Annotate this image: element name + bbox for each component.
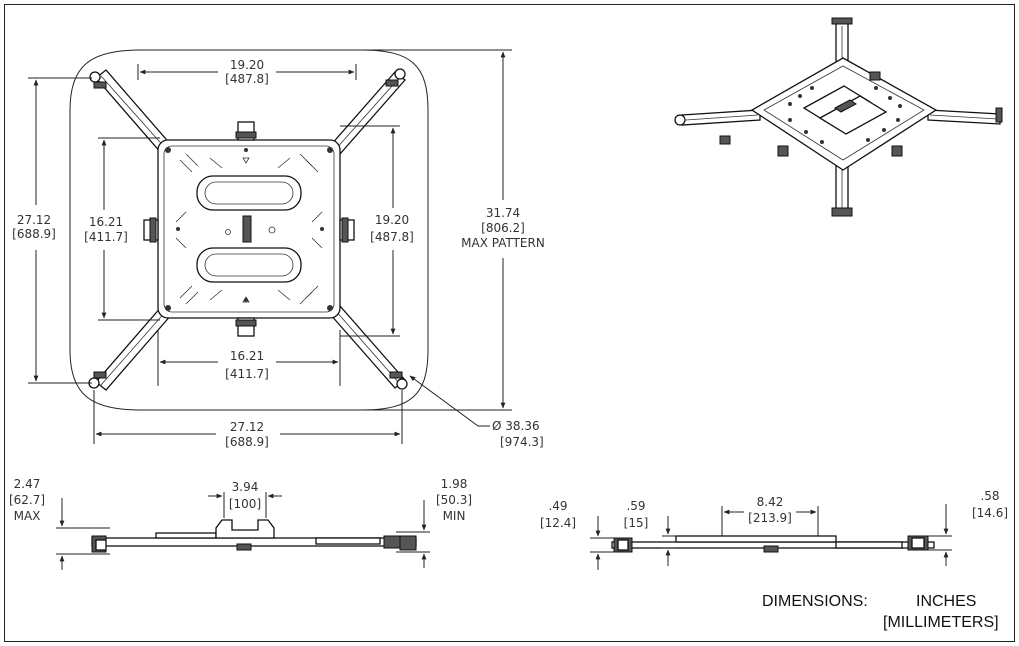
dim-slot-in: 3.94 xyxy=(232,480,259,494)
legend-unit-primary: INCHES xyxy=(916,593,976,610)
dim-side-left-mm: [12.4] xyxy=(540,516,576,530)
mounting-plate xyxy=(143,121,355,337)
dim-diameter-mm: [974.3] xyxy=(500,435,544,449)
dim-inner-bottom-width: 16.21 [411.7] xyxy=(157,330,341,386)
dim-top-width-in: 19.20 xyxy=(230,58,264,72)
drawing-frame xyxy=(4,4,1015,642)
dim-bottom-width-in: 27.12 xyxy=(230,420,264,434)
dim-left-height-in: 27.12 xyxy=(17,213,51,227)
dim-inner-left-mm: [411.7] xyxy=(84,230,128,244)
dim-diameter-in: Ø 38.36 xyxy=(492,419,540,433)
isometric-view xyxy=(674,17,1003,217)
dimensions-legend: DIMENSIONS: INCHES [MILLIMETERS] xyxy=(762,593,999,631)
dim-max-pattern-in: 31.74 xyxy=(486,206,520,220)
dim-slot-mm: [100] xyxy=(229,497,261,511)
dim-side-left-in: .49 xyxy=(548,499,567,513)
dim-min-height-in: 1.98 xyxy=(441,477,468,491)
dim-side-step-in: .59 xyxy=(626,499,645,513)
dim-side-right-mm: [14.6] xyxy=(972,506,1008,520)
dim-max-pattern: 31.74 [806.2] MAX PATTERN xyxy=(365,49,545,411)
adapter-arms xyxy=(88,68,408,391)
dim-side-width-in: 8.42 xyxy=(757,495,784,509)
dim-max-height-label: MAX xyxy=(14,509,41,523)
dim-top-width-mm: [487.8] xyxy=(225,72,269,86)
dim-bottom-width-mm: [688.9] xyxy=(225,435,269,449)
dim-max-pattern-label: MAX PATTERN xyxy=(461,236,545,250)
dim-min-height-mm: [50.3] xyxy=(436,493,472,507)
dim-left-height: 27.12 [688.9] xyxy=(12,77,92,384)
dim-inner-right-height: 19.20 [487.8] xyxy=(340,125,414,337)
dim-diameter: Ø 38.36 [974.3] xyxy=(409,375,544,449)
max-pattern-outline xyxy=(69,49,429,411)
dim-top-width: 19.20 [487.8] xyxy=(137,58,357,86)
dim-side-width-mm: [213.9] xyxy=(748,511,792,525)
dim-min-height-label: MIN xyxy=(443,509,466,523)
dim-max-height-in: 2.47 xyxy=(14,477,41,491)
side-view: .49 [12.4] .59 [15] 8.42 [213.9] .58 [14… xyxy=(540,489,1008,570)
dim-max-height-mm: [62.7] xyxy=(9,493,45,507)
dim-inner-bottom-mm: [411.7] xyxy=(225,367,269,381)
dim-max-pattern-mm: [806.2] xyxy=(481,221,525,235)
legend-label: DIMENSIONS: xyxy=(762,593,868,610)
dim-bottom-width: 27.12 [688.9] xyxy=(93,390,403,449)
dim-left-height-mm: [688.9] xyxy=(12,227,56,241)
dim-inner-left-in: 16.21 xyxy=(89,215,123,229)
dim-side-step-mm: [15] xyxy=(624,516,649,530)
top-view: 19.20 [487.8] 27.12 [688.9] 16.21 [411.7… xyxy=(12,49,545,449)
front-view: 2.47 [62.7] MAX 3.94 [100] 1.98 [50.3] M… xyxy=(9,477,472,570)
dim-inner-right-in: 19.20 xyxy=(375,213,409,227)
dim-inner-left-height: 16.21 [411.7] xyxy=(84,137,160,321)
legend-unit-secondary: [MILLIMETERS] xyxy=(883,614,999,631)
dim-inner-bottom-in: 16.21 xyxy=(230,349,264,363)
dim-side-right-in: .58 xyxy=(980,489,999,503)
dim-inner-right-mm: [487.8] xyxy=(370,230,414,244)
